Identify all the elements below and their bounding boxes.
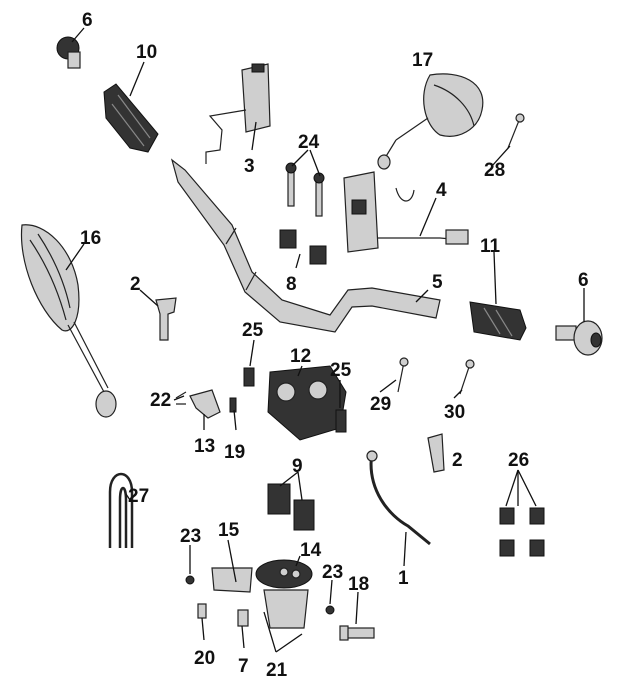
label-part-20: 20 (194, 648, 215, 669)
caps-26-part (499, 507, 545, 557)
mirror-right-part (377, 73, 484, 170)
clamp-9-part (267, 483, 315, 531)
label-part-24: 24 (298, 132, 320, 153)
label-part-26: 26 (508, 450, 529, 471)
bolt-18-part (339, 625, 375, 641)
label-part-19: 19 (224, 442, 245, 463)
label-part-4: 4 (436, 180, 447, 201)
label-part-27: 27 (128, 486, 149, 507)
label-part-13: 13 (194, 436, 215, 457)
bolt-25-right-part (335, 409, 347, 433)
label-part-17: 17 (412, 50, 433, 71)
label-part-28: 28 (484, 160, 505, 181)
label-part-15: 15 (218, 520, 240, 541)
label-part-10: 10 (136, 42, 157, 63)
label-part-30: 30 (444, 402, 465, 423)
clamp-8-part (279, 229, 327, 265)
bar-end-left-part (56, 36, 81, 69)
cable-1-part (366, 450, 431, 546)
handlebar-part (170, 158, 441, 333)
label-part-14: 14 (300, 540, 322, 561)
label-part-6b: 6 (578, 270, 589, 291)
bolt-2-left-part (155, 297, 177, 341)
plate-15-part (211, 567, 253, 593)
label-part-12: 12 (290, 346, 311, 367)
switch-housing-right-part (343, 171, 469, 253)
label-part-1: 1 (398, 568, 409, 589)
leader-lines (65, 27, 585, 653)
label-part-2b: 2 (452, 450, 463, 471)
label-part-25a: 25 (242, 320, 264, 341)
label-part-21: 21 (266, 660, 288, 681)
base-14-part (255, 559, 313, 629)
label-part-16: 16 (80, 228, 101, 249)
bolt-25-left-part (243, 367, 255, 387)
label-part-9: 9 (292, 456, 303, 477)
label-part-23a: 23 (180, 526, 201, 547)
label-part-29: 29 (370, 394, 391, 415)
clip-27-part (108, 472, 134, 548)
label-part-7: 7 (238, 656, 249, 677)
label-part-23b: 23 (322, 562, 343, 583)
bracket-13-part (175, 389, 237, 419)
grip-right-part (469, 301, 527, 341)
screws-part (397, 113, 525, 395)
label-part-3: 3 (244, 156, 255, 177)
label-part-22: 22 (150, 390, 171, 411)
label-part-2a: 2 (130, 274, 141, 295)
small-parts-part (185, 575, 335, 627)
bar-end-right-part (555, 320, 603, 356)
label-part-25b: 25 (330, 360, 352, 381)
part-labels: 6 10 3 24 17 28 4 16 11 2 8 5 6 25 12 25… (80, 10, 589, 681)
label-part-5: 5 (432, 272, 443, 293)
label-part-18: 18 (348, 574, 369, 595)
label-part-8: 8 (286, 274, 297, 295)
mirror-left-part (20, 224, 117, 418)
label-part-6a: 6 (82, 10, 93, 31)
grip-left-part (103, 83, 159, 153)
switch-housing-left-part (205, 63, 271, 164)
bolt-2-right-part (427, 433, 445, 473)
label-part-11: 11 (480, 236, 501, 257)
